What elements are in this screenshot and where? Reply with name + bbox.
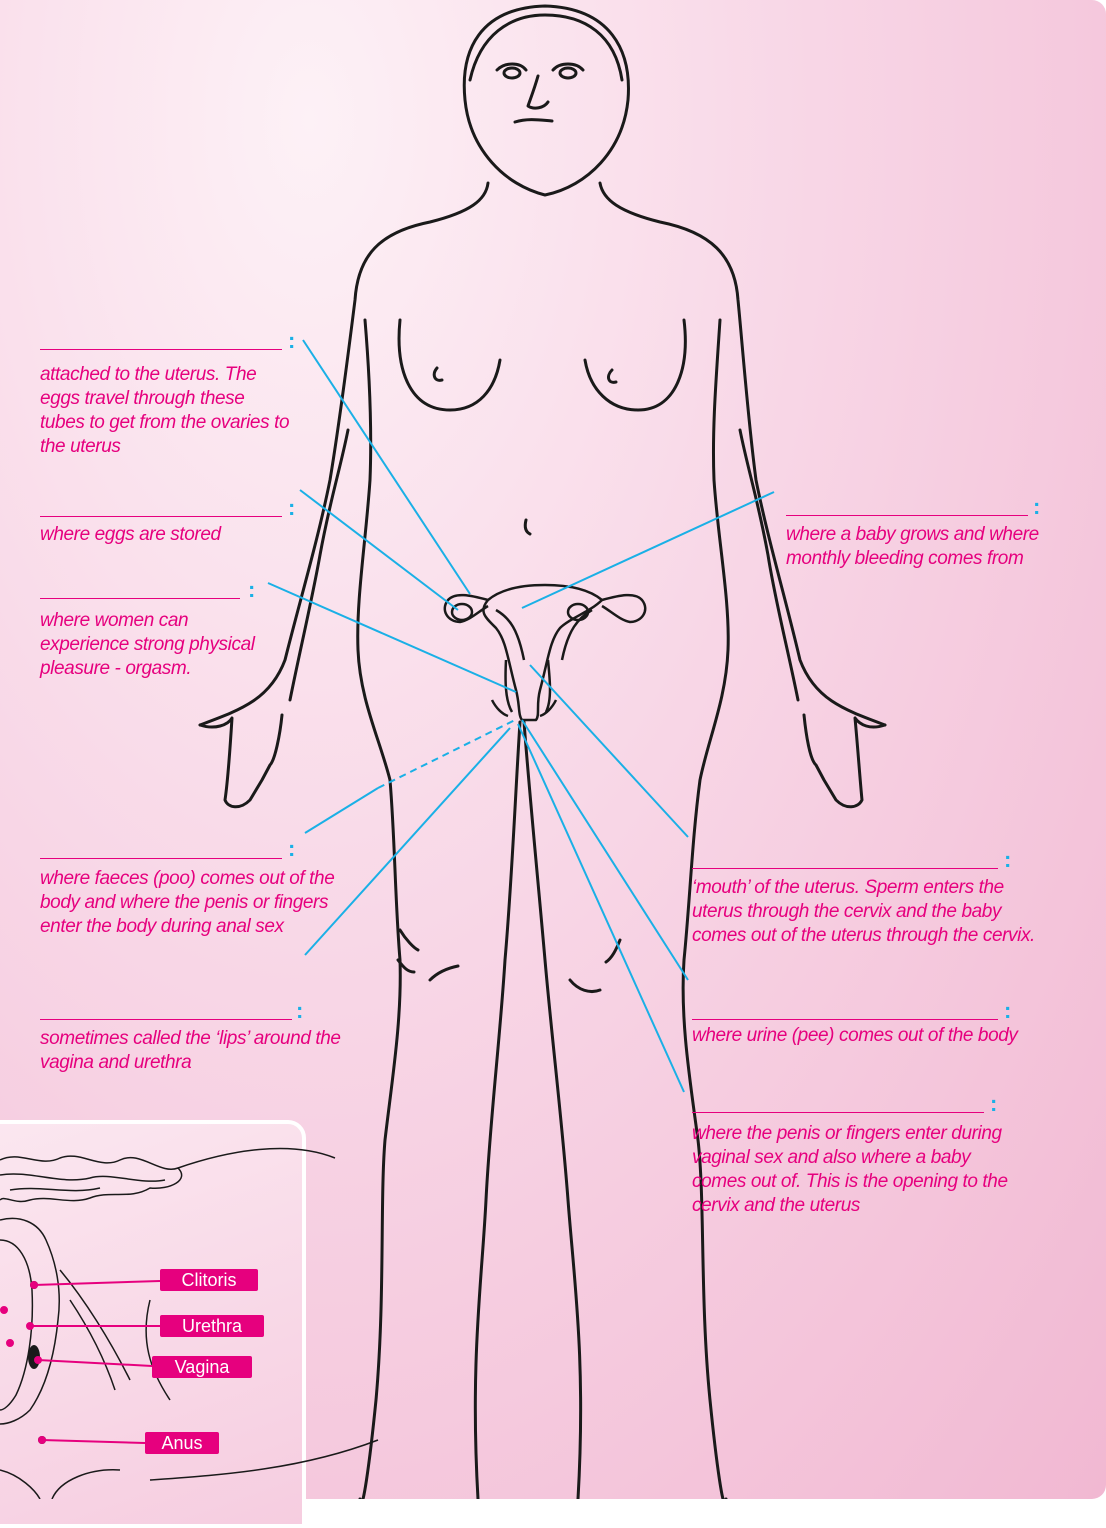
blank-vagina[interactable] — [692, 1112, 984, 1113]
tag-vagina: Vagina — [152, 1356, 252, 1378]
colon-anus: : — [288, 838, 295, 860]
label-vagina: where the penis or fingers enter during … — [692, 1122, 1012, 1218]
tag-urethra: Urethra — [160, 1315, 264, 1337]
blank-ovaries[interactable] — [40, 516, 282, 517]
colon-urethra: : — [1004, 1000, 1011, 1022]
tag-anus: Anus — [145, 1432, 219, 1454]
blank-anus[interactable] — [40, 858, 282, 859]
label-fallopian: attached to the uterus. The eggs travel … — [40, 363, 290, 459]
blank-uterus[interactable] — [786, 515, 1028, 516]
pointer-ovaries — [300, 490, 458, 610]
left-inner-leg — [475, 722, 520, 1499]
colon-cervix: : — [1004, 849, 1011, 871]
fallopian-right — [602, 595, 645, 622]
colon-fallopian: : — [288, 330, 295, 352]
right-hand — [804, 715, 885, 807]
pointer-anus-solid — [305, 788, 378, 833]
left-hand — [200, 715, 282, 807]
pointer-vagina — [518, 724, 684, 1092]
label-labia: sometimes called the ‘lips’ around the v… — [40, 1027, 350, 1075]
label-uterus: where a baby grows and where monthly ble… — [786, 523, 1056, 571]
left-side — [358, 320, 401, 1499]
blank-labia[interactable] — [40, 1019, 292, 1020]
pointer-uterus — [522, 492, 774, 608]
blank-clitoris[interactable] — [40, 598, 240, 599]
pointer-urethra — [522, 720, 688, 980]
tag-clitoris: Clitoris — [160, 1269, 258, 1291]
colon-labia: : — [296, 1000, 303, 1022]
colon-vagina: : — [990, 1093, 997, 1115]
blank-urethra[interactable] — [692, 1019, 998, 1020]
label-urethra: where urine (pee) comes out of the body — [692, 1024, 1032, 1048]
pointer-anus-dashed — [378, 720, 515, 788]
torso-right — [600, 183, 885, 725]
blank-fallopian[interactable] — [40, 349, 282, 350]
label-anus: where faeces (poo) comes out of the body… — [40, 867, 335, 939]
colon-ovaries: : — [288, 497, 295, 519]
hair-line — [470, 15, 622, 80]
head-outline — [464, 6, 628, 195]
label-clitoris: where women can experience strong physic… — [40, 609, 260, 681]
right-inner-leg — [524, 722, 581, 1499]
blank-cervix[interactable] — [692, 868, 998, 869]
reproductive-organs — [445, 585, 645, 720]
ovary-left — [452, 604, 472, 620]
pointer-cervix — [530, 665, 688, 837]
label-cervix: ‘mouth’ of the uterus. Sperm enters the … — [692, 876, 1042, 948]
pointer-clitoris — [268, 583, 516, 692]
colon-uterus: : — [1033, 496, 1040, 518]
label-ovaries: where eggs are stored — [40, 523, 290, 547]
pointer-labia — [305, 728, 510, 955]
colon-clitoris: : — [248, 579, 255, 601]
